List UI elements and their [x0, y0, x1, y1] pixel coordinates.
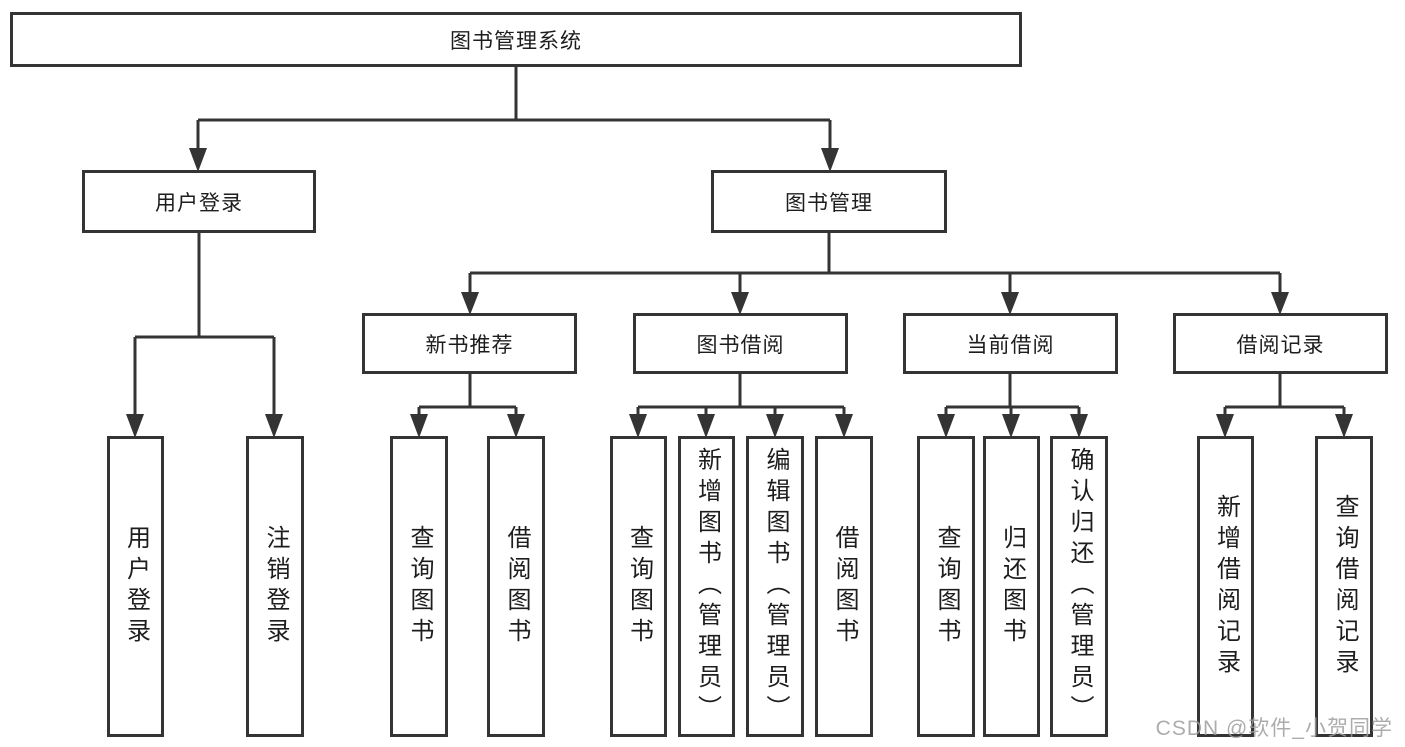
node-user-login: 用户登录: [82, 170, 316, 233]
node-user-login-label: 用户登录: [155, 191, 243, 215]
node-book-management-label: 图书管理: [785, 191, 873, 215]
node-book-borrowing: 图书借阅: [633, 313, 848, 374]
leaf-br-query-record: 查询借阅记录: [1315, 436, 1373, 737]
leaf-bb-borrow-books: 借阅图书: [815, 436, 873, 737]
leaf-user-login: 用户登录: [107, 436, 164, 737]
leaf-cb-query-books: 查询图书: [917, 436, 975, 737]
node-current-borrowing: 当前借阅: [903, 313, 1118, 374]
node-borrowing-records: 借阅记录: [1173, 313, 1388, 374]
leaf-logout-label: 注销登录: [262, 524, 289, 649]
node-new-book-recommend-label: 新书推荐: [425, 333, 514, 357]
leaf-nbr-query-books-label: 查询图书: [406, 524, 433, 649]
node-borrowing-records-label: 借阅记录: [1236, 333, 1325, 357]
leaf-cb-return-books-label: 归还图书: [998, 524, 1026, 649]
leaf-bb-edit-books-admin: 编辑图书（管理员）: [746, 436, 804, 737]
leaf-user-login-label: 用户登录: [122, 524, 150, 649]
leaf-br-add-record: 新增借阅记录: [1197, 436, 1254, 737]
leaf-bb-edit-books-admin-label: 编辑图书（管理员）: [762, 447, 789, 726]
leaf-bb-add-books-admin: 新增图书（管理员）: [678, 436, 735, 737]
leaf-cb-confirm-return-admin-label: 确认归还（管理员）: [1066, 447, 1093, 726]
node-new-book-recommend: 新书推荐: [362, 313, 577, 374]
leaf-cb-query-books-label: 查询图书: [933, 524, 960, 649]
leaf-bb-add-books-admin-label: 新增图书（管理员）: [693, 447, 721, 726]
leaf-nbr-borrow-books-label: 借阅图书: [503, 524, 530, 649]
leaf-cb-return-books: 归还图书: [983, 436, 1040, 737]
node-book-management: 图书管理: [711, 170, 947, 233]
leaf-nbr-query-books: 查询图书: [390, 436, 448, 737]
leaf-br-query-record-label: 查询借阅记录: [1331, 493, 1358, 680]
node-book-borrowing-label: 图书借阅: [696, 333, 785, 357]
leaf-cb-confirm-return-admin: 确认归还（管理员）: [1050, 436, 1108, 737]
leaf-bb-query-books-label: 查询图书: [625, 524, 653, 649]
leaf-br-add-record-label: 新增借阅记录: [1212, 493, 1240, 680]
node-root-library-system: 图书管理系统: [10, 12, 1022, 67]
node-current-borrowing-label: 当前借阅: [966, 333, 1055, 357]
leaf-bb-query-books: 查询图书: [610, 436, 667, 737]
csdn-watermark: CSDN @软件_小贺同学: [1155, 717, 1393, 740]
node-root-label: 图书管理系统: [450, 29, 582, 53]
leaf-logout: 注销登录: [246, 436, 304, 737]
leaf-bb-borrow-books-label: 借阅图书: [831, 524, 858, 649]
leaf-nbr-borrow-books: 借阅图书: [487, 436, 545, 737]
